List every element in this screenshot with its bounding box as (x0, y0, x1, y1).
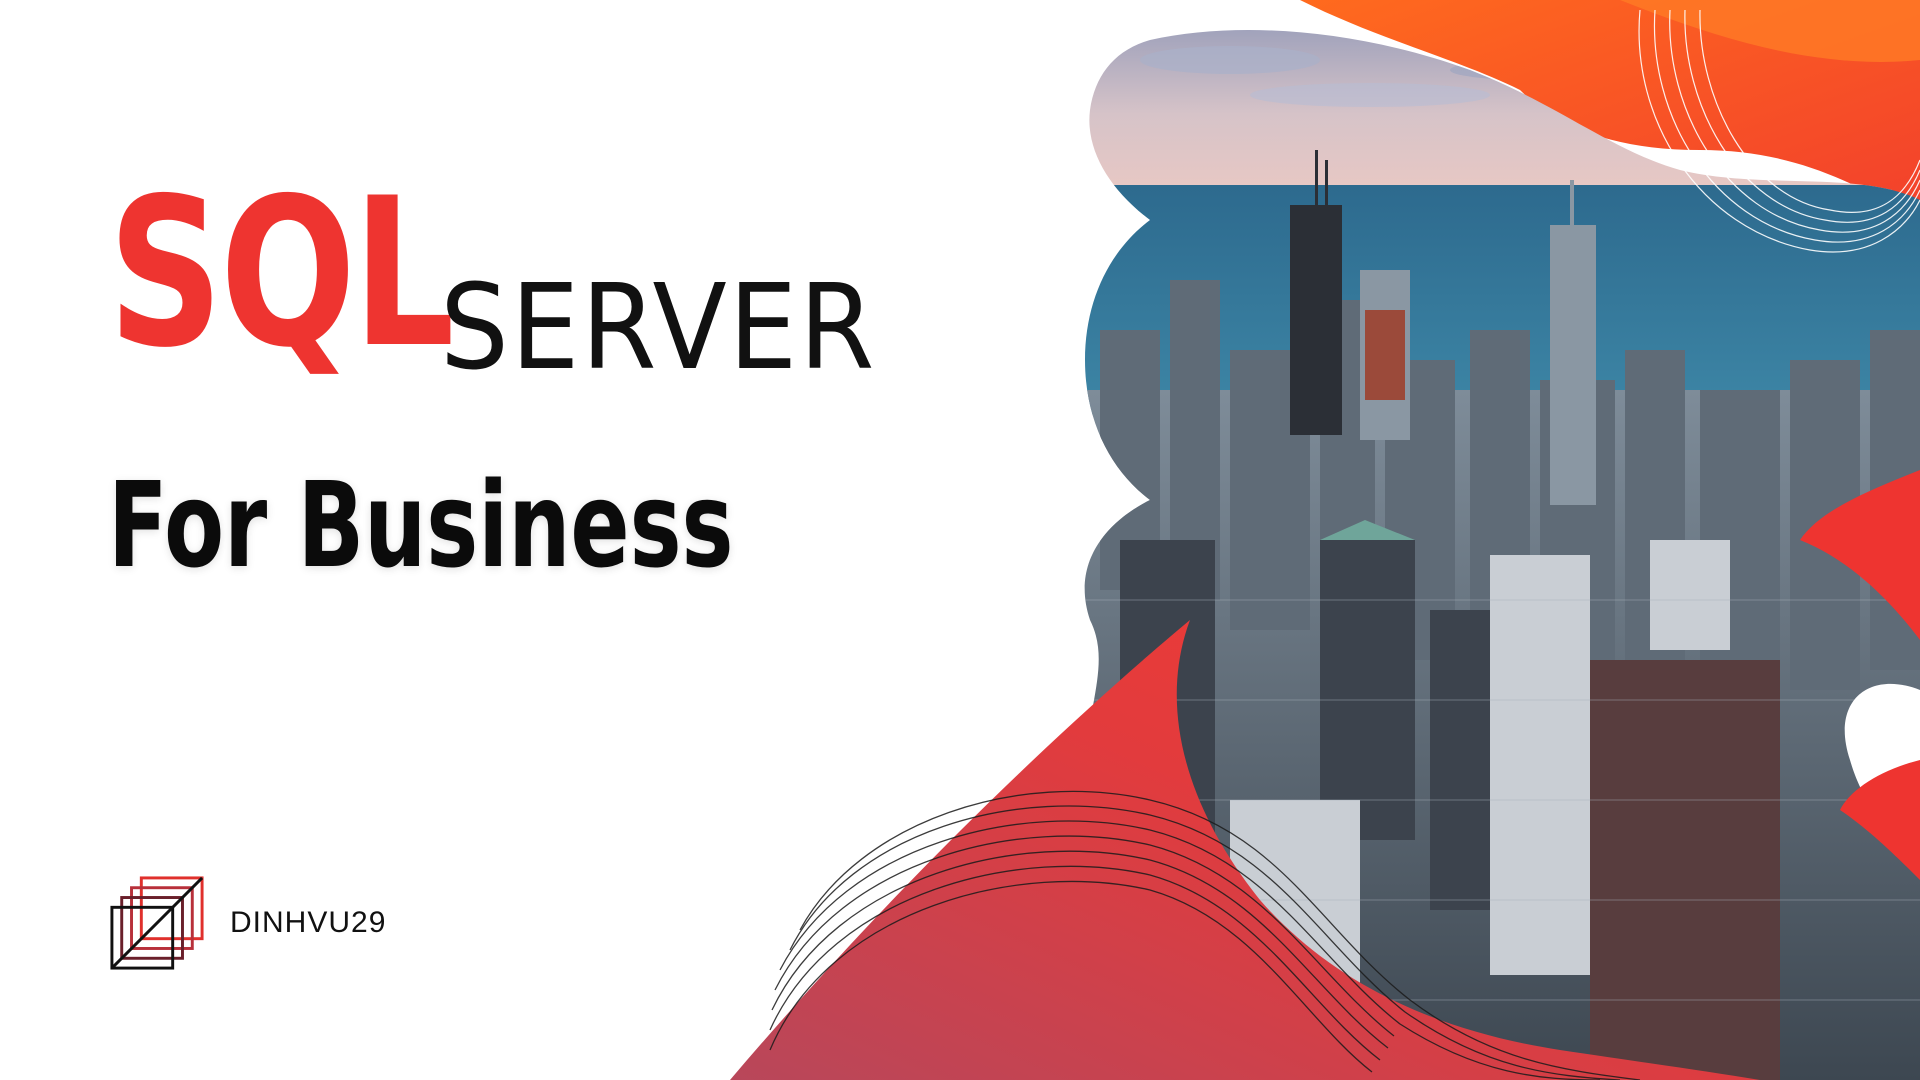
orange-swoosh-shape (1300, 0, 1920, 220)
brand-name: DINHVU29 (230, 906, 387, 939)
line-wave-decoration (769, 790, 1641, 1080)
brand: DINHVU29 (108, 874, 386, 972)
title-for-business: For Business (108, 456, 734, 594)
title-sql: SQL (108, 155, 455, 393)
layered-squares-logo-icon (110, 876, 204, 970)
white-line-wave-decoration (1638, 9, 1920, 253)
red-swoosh-shape (730, 620, 1760, 1080)
title-server: SERVER (440, 258, 877, 396)
